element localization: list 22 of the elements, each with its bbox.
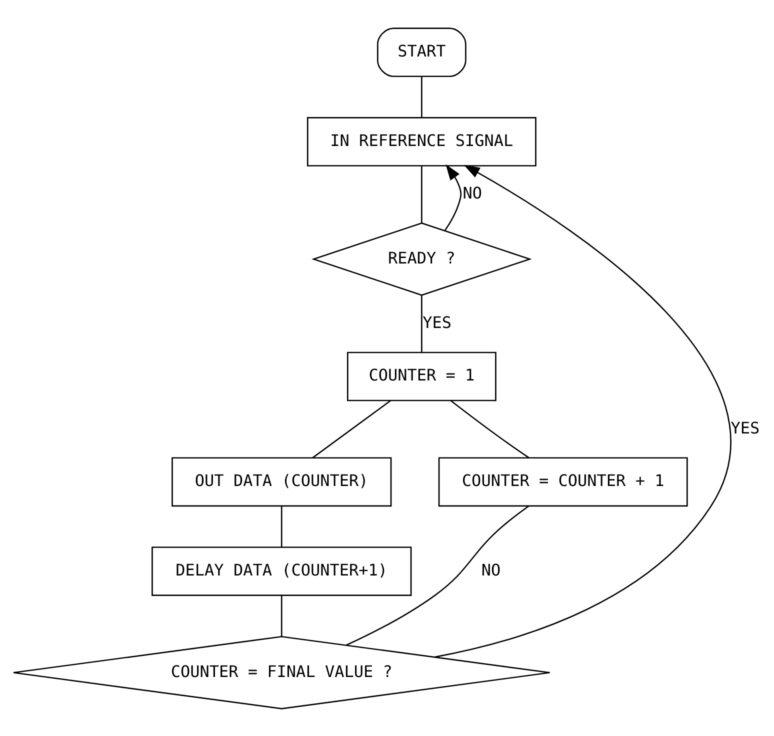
node-box: COUNTER = COUNTER + 1: [438, 456, 688, 506]
arrow: [434, 164, 732, 658]
connector: [421, 166, 422, 222]
node-box: DELAY DATA (COUNTER+1): [152, 546, 412, 596]
connector: [312, 400, 391, 458]
node-diamond: READY ?: [312, 222, 532, 296]
arrow: [444, 164, 462, 230]
edge-label: YES: [422, 312, 452, 332]
node-box: START: [377, 27, 466, 77]
node-box: COUNTER = 1: [346, 351, 496, 401]
edge-label: NO: [462, 183, 482, 202]
node-box: OUT DATA (COUNTER): [172, 456, 392, 506]
connector: [450, 400, 530, 458]
connector: [346, 505, 530, 646]
connector: [280, 595, 282, 636]
node-diamond: COUNTER = FINAL VALUE ?: [12, 635, 550, 709]
edge-label: NO: [481, 560, 501, 579]
connector: [280, 506, 282, 546]
connector: [421, 76, 422, 117]
node-box: IN REFERENCE SIGNAL: [306, 116, 536, 166]
edge-label: YES: [730, 418, 760, 437]
connector: [421, 295, 422, 352]
